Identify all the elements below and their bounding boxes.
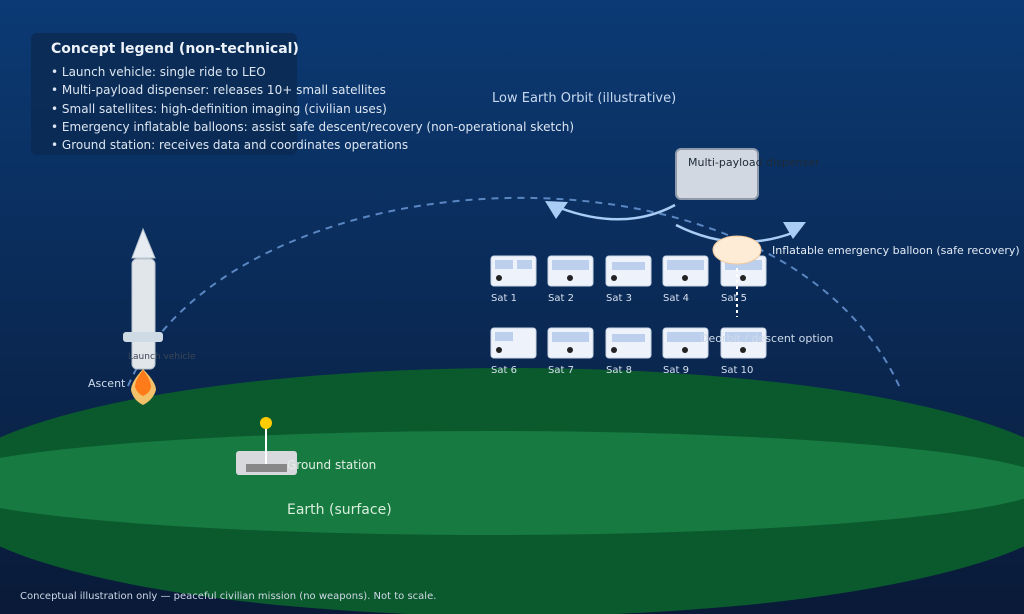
legend-item: • Multi-payload dispenser: releases 10+ …	[51, 83, 386, 97]
solar-panel-icon	[612, 334, 645, 342]
satellite-label: Sat 5	[721, 293, 747, 304]
satellite-label: Sat 7	[548, 365, 574, 376]
camera-lens-icon	[496, 347, 502, 353]
release-arrow-left	[559, 203, 676, 221]
ascent-label: Ascent	[88, 377, 126, 390]
satellite: Sat 1	[490, 255, 537, 304]
satellite-label: Sat 1	[491, 293, 517, 304]
arrowhead-right-icon	[783, 222, 806, 239]
balloon-label: Inflatable emergency balloon (safe recov…	[772, 244, 1020, 257]
camera-lens-icon	[567, 347, 573, 353]
solar-panel-icon	[495, 260, 513, 269]
ground-station-label: Ground station	[287, 458, 376, 472]
legend-box	[31, 33, 297, 155]
satellite-label: Sat 4	[663, 293, 689, 304]
legend-item: • Small satellites: high-definition imag…	[51, 102, 387, 116]
satellite: Sat 6	[490, 327, 537, 376]
solar-panel-icon	[667, 260, 704, 270]
solar-panel-icon	[552, 260, 589, 270]
ground-station: Ground station	[236, 417, 376, 475]
solar-panel-icon	[517, 260, 532, 269]
earth-surface	[0, 431, 1024, 535]
legend-item: • Ground station: receives data and coor…	[51, 138, 408, 152]
rocket-band	[123, 332, 163, 342]
legend-item: • Emergency inflatable balloons: assist …	[51, 120, 574, 134]
satellite: Sat 3	[605, 255, 652, 304]
satellite-label: Sat 6	[491, 365, 517, 376]
camera-lens-icon	[740, 275, 746, 281]
satellite-body	[605, 327, 652, 359]
camera-lens-icon	[567, 275, 573, 281]
flame-icon	[135, 370, 151, 396]
camera-lens-icon	[740, 347, 746, 353]
station-panel	[246, 464, 287, 472]
earth-label: Earth (surface)	[287, 502, 392, 518]
satellite-label: Sat 10	[721, 365, 753, 376]
satellite-grid: Sat 1 Sat 2 Sat 3 Sat 4 Sat 5 Sat 6 Sat 7 Sat 8…	[490, 255, 767, 376]
camera-lens-icon	[611, 347, 617, 353]
dispenser-label: Multi-payload dispenser	[688, 156, 820, 169]
orbit-label: Low Earth Orbit (illustrative)	[492, 91, 676, 106]
balloon-icon	[712, 235, 762, 265]
solar-panel-icon	[612, 262, 645, 270]
orbit-path	[127, 197, 901, 389]
antenna-icon	[260, 417, 272, 429]
solar-panel-icon	[725, 332, 762, 342]
camera-lens-icon	[682, 347, 688, 353]
launch-vehicle-label: Launch vehicle	[128, 352, 196, 362]
legend-item: • Launch vehicle: single ride to LEO	[51, 65, 266, 79]
descent-label: Deorbit / descent option	[700, 332, 833, 345]
satellite: Sat 9	[662, 327, 709, 376]
solar-panel-icon	[495, 332, 513, 341]
satellite: Sat 4	[662, 255, 709, 304]
satellite-label: Sat 2	[548, 293, 574, 304]
satellite-body	[605, 255, 652, 287]
satellite-label: Sat 3	[606, 293, 632, 304]
rocket-nose-icon	[131, 227, 156, 259]
legend-title: Concept legend (non-technical)	[51, 41, 299, 57]
solar-panel-icon	[552, 332, 589, 342]
arrowhead-left-icon	[545, 201, 568, 219]
dispenser-box	[675, 148, 759, 200]
footer-note: Conceptual illustration only — peaceful …	[20, 591, 436, 602]
satellite: Sat 2	[547, 255, 594, 304]
satellite-label: Sat 9	[663, 365, 689, 376]
satellite: Sat 8	[605, 327, 652, 376]
satellite: Sat 10	[720, 327, 767, 376]
solar-panel-icon	[667, 332, 704, 342]
camera-lens-icon	[611, 275, 617, 281]
solar-panel-icon	[725, 260, 762, 270]
satellite-label: Sat 8	[606, 365, 632, 376]
legend: Concept legend (non-technical) • Launch …	[31, 33, 574, 155]
satellite: Sat 7	[547, 327, 594, 376]
launch-vehicle: Launch vehicle	[123, 227, 196, 405]
camera-lens-icon	[682, 275, 688, 281]
camera-lens-icon	[496, 275, 502, 281]
